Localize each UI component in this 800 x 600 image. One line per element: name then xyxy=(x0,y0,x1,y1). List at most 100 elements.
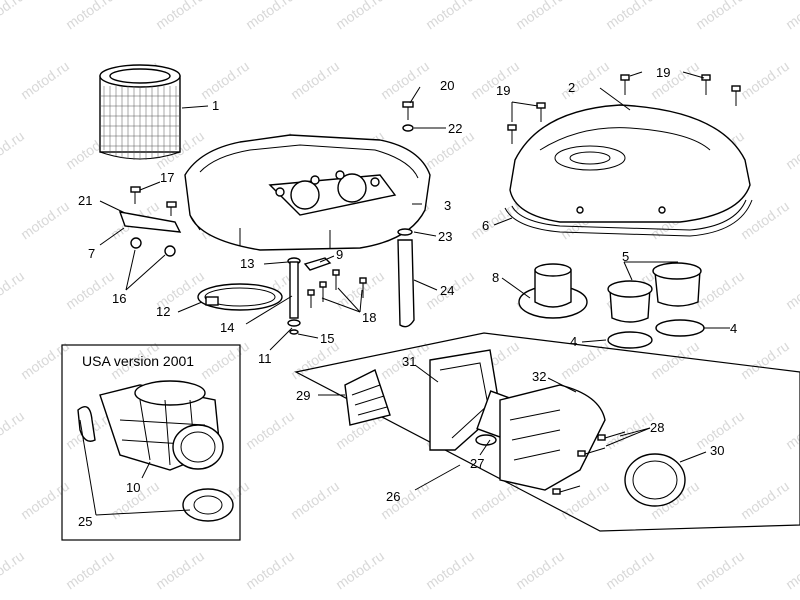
callout-19-left: 19 xyxy=(496,83,510,98)
watermark-text: motod.ru xyxy=(558,478,612,523)
intake-funnels xyxy=(607,262,702,323)
breather-hose xyxy=(397,228,415,328)
watermark-text: motod.ru xyxy=(18,58,72,103)
callout-17: 17 xyxy=(160,170,174,185)
watermark-text: motod.ru xyxy=(0,408,27,453)
callout-2: 2 xyxy=(568,80,575,95)
top-screw-and-washer xyxy=(402,101,414,132)
watermark-text: motod.ru xyxy=(648,338,702,383)
callout-4-left: 4 xyxy=(570,334,577,349)
watermark-text: motod.ru xyxy=(738,338,792,383)
callout-18: 18 xyxy=(362,310,376,325)
watermark-text: motod.ru xyxy=(738,198,792,243)
bracket-assembly xyxy=(118,186,182,257)
callout-30: 30 xyxy=(710,443,724,458)
callout-3: 3 xyxy=(444,198,451,213)
watermark-text: motod.ru xyxy=(783,268,800,313)
watermark-text: motod.ru xyxy=(0,268,27,313)
filter-housing-cover xyxy=(509,104,751,223)
watermark-text: motod.ru xyxy=(783,128,800,173)
callout-23: 23 xyxy=(438,229,452,244)
callout-25: 25 xyxy=(78,514,92,529)
watermark-text: motod.ru xyxy=(63,0,117,32)
callout-13: 13 xyxy=(240,256,254,271)
watermark-text: motod.ru xyxy=(423,548,477,593)
watermark-text: motod.ru xyxy=(333,0,387,32)
watermark-text: motod.ru xyxy=(693,268,747,313)
watermark-text: motod.ru xyxy=(603,548,657,593)
inset-caption: USA version 2001 xyxy=(82,353,194,369)
callout-labels: 1 2 3 4 4 5 6 7 8 9 10 11 12 13 14 15 16… xyxy=(78,65,737,529)
watermark-text: motod.ru xyxy=(603,0,657,32)
callout-32: 32 xyxy=(532,369,546,384)
cover-gasket xyxy=(504,199,753,237)
watermark-text: motod.ru xyxy=(738,58,792,103)
filter-housing-base xyxy=(184,134,431,251)
watermark-text: motod.ru xyxy=(243,0,297,32)
inlet-duct-29 xyxy=(344,369,391,426)
intake-ring-30 xyxy=(624,453,686,507)
watermark-text: motod.ru xyxy=(738,478,792,523)
usa-version-inset: USA version 2001 xyxy=(61,344,241,541)
watermark-text: motod.ru xyxy=(513,548,567,593)
watermark-text: motod.ru xyxy=(783,408,800,453)
callout-31: 31 xyxy=(402,354,416,369)
watermark-text: motod.ru xyxy=(243,548,297,593)
watermark-text: motod.ru xyxy=(18,338,72,383)
watermark-text: motod.ru xyxy=(378,58,432,103)
intake-boot xyxy=(518,263,588,319)
watermark-text: motod.ru xyxy=(558,338,612,383)
hose-clamp xyxy=(197,283,283,311)
watermark-text: motod.ru xyxy=(63,268,117,313)
callout-7: 7 xyxy=(88,246,95,261)
watermark-text: motod.ru xyxy=(468,58,522,103)
leader-lines xyxy=(79,71,730,516)
watermark-text: motod.ru xyxy=(153,548,207,593)
watermark-text: motod.ru xyxy=(18,198,72,243)
callout-8: 8 xyxy=(492,270,499,285)
watermark-text: motod.ru xyxy=(783,0,800,32)
watermark-text: motod.ru xyxy=(468,478,522,523)
callout-16: 16 xyxy=(112,291,126,306)
watermark-text: motod.ru xyxy=(0,0,27,32)
watermark-text: motod.ru xyxy=(198,58,252,103)
watermark-text: motod.ru xyxy=(333,548,387,593)
watermark-text: motod.ru xyxy=(423,0,477,32)
watermark-text: motod.ru xyxy=(288,58,342,103)
conversion-kit-group xyxy=(294,332,800,532)
callout-4-right: 4 xyxy=(730,321,737,336)
watermark-text: motod.ru xyxy=(18,478,72,523)
watermark-text: motod.ru xyxy=(513,0,567,32)
cover-bolts xyxy=(507,74,741,144)
callout-28: 28 xyxy=(650,420,664,435)
watermark-text: motod.ru xyxy=(333,268,387,313)
o-rings xyxy=(607,319,705,349)
callout-19-right: 19 xyxy=(656,65,670,80)
watermark-text: motod.ru xyxy=(0,128,27,173)
callout-11: 11 xyxy=(258,351,272,366)
plate-and-screws xyxy=(303,257,367,308)
watermark-text: motod.ru xyxy=(0,548,27,593)
callout-27: 27 xyxy=(470,456,484,471)
housing-screws-28 xyxy=(552,431,626,495)
callout-29: 29 xyxy=(296,388,310,403)
callout-26: 26 xyxy=(386,489,400,504)
watermark-text: motod.ru xyxy=(603,408,657,453)
watermark-text: motod.ru xyxy=(468,198,522,243)
watermark-text: motod.ru xyxy=(693,0,747,32)
duct-housing-32 xyxy=(499,384,606,491)
air-filter-element xyxy=(99,64,181,160)
callout-22: 22 xyxy=(448,121,462,136)
watermark-text: motod.ru xyxy=(783,548,800,593)
callout-20: 20 xyxy=(440,78,454,93)
watermark-text: motod.ru xyxy=(63,548,117,593)
watermark-text: motod.ru xyxy=(243,408,297,453)
callout-15: 15 xyxy=(320,331,334,346)
callout-12: 12 xyxy=(156,304,170,319)
callout-21: 21 xyxy=(78,193,92,208)
watermark-text: motod.ru xyxy=(198,338,252,383)
callout-6: 6 xyxy=(482,218,489,233)
watermark-text: motod.ru xyxy=(153,0,207,32)
